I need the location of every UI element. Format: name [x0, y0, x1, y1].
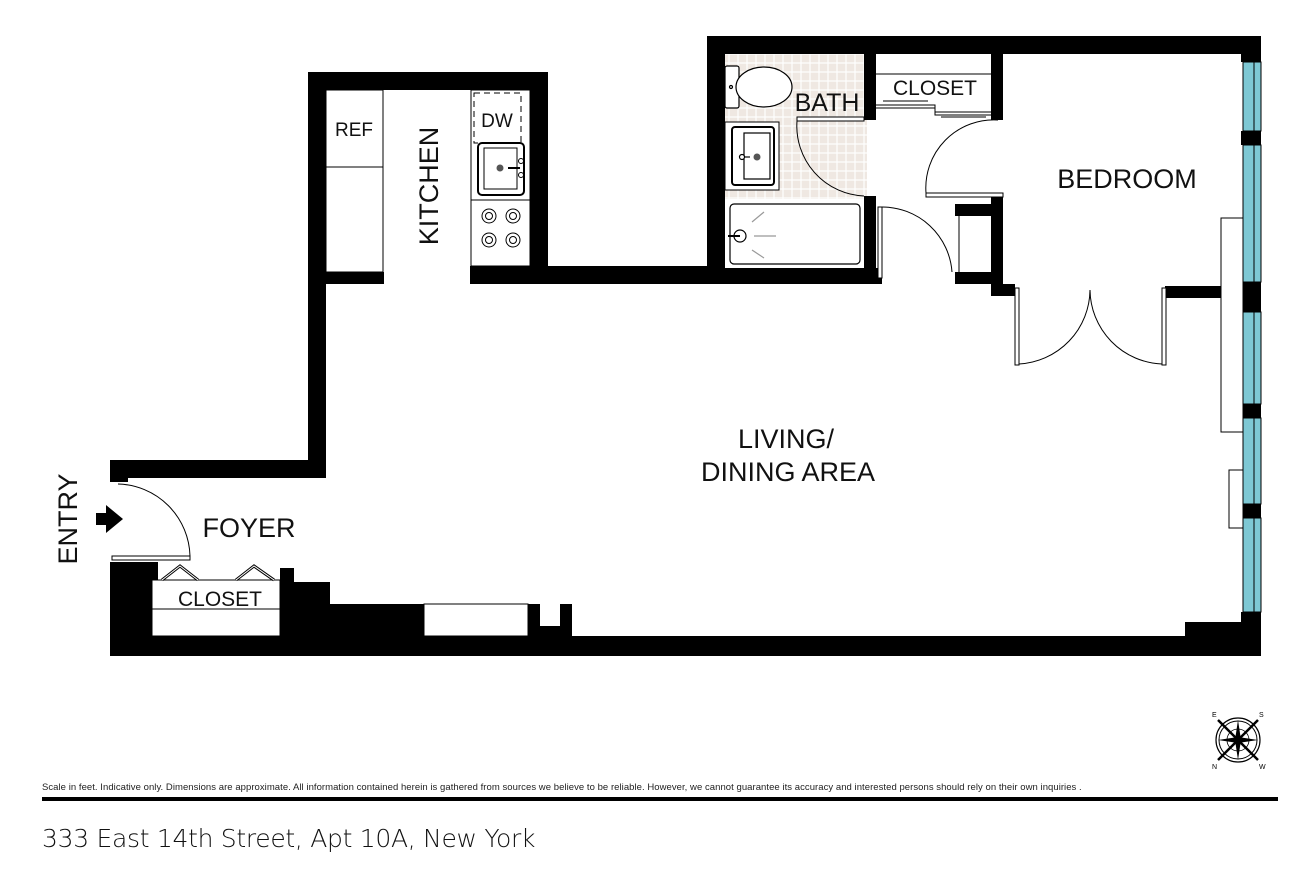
- floor-plan: REF DW KITCHEN BATH CLOSET BEDROOM LIVIN…: [53, 36, 1266, 770]
- room-label-bath: BATH: [795, 89, 860, 117]
- divider-rule: [42, 797, 1278, 801]
- room-label-kitchen: KITCHEN: [414, 127, 444, 246]
- listing-address: 333 East 14th Street, Apt 10A, New York: [42, 824, 536, 853]
- room-label-living-2: DINING AREA: [701, 457, 875, 487]
- built-in-cabinet: [423, 603, 529, 637]
- radiator: [1220, 217, 1244, 433]
- room-label-ref: REF: [335, 120, 373, 141]
- room-label-entry: ENTRY: [53, 473, 83, 564]
- disclaimer-text: Scale in feet. Indicative only. Dimensio…: [42, 782, 1082, 793]
- svg-text:E: E: [1212, 712, 1217, 719]
- svg-text:S: S: [1259, 712, 1264, 719]
- room-label-bath-closet: CLOSET: [893, 77, 977, 100]
- room-label-foyer-closet: CLOSET: [178, 588, 262, 611]
- svg-text:W: W: [1259, 764, 1266, 770]
- svg-text:N: N: [1212, 764, 1217, 770]
- windows: [1242, 61, 1262, 613]
- room-label-dw: DW: [481, 111, 513, 132]
- walls: [110, 36, 1261, 656]
- kitchen-fixtures: [325, 89, 531, 273]
- bath-fixtures: [724, 65, 864, 268]
- closet-rails: [151, 73, 991, 637]
- arrow-right-icon: [96, 505, 123, 533]
- compass-rose-icon: E S N W: [1212, 712, 1266, 770]
- doors: [111, 116, 1167, 582]
- radiator: [1228, 469, 1244, 529]
- room-label-bedroom: BEDROOM: [1057, 164, 1197, 194]
- room-label-living-1: LIVING/: [738, 424, 835, 454]
- room-label-foyer: FOYER: [202, 513, 295, 543]
